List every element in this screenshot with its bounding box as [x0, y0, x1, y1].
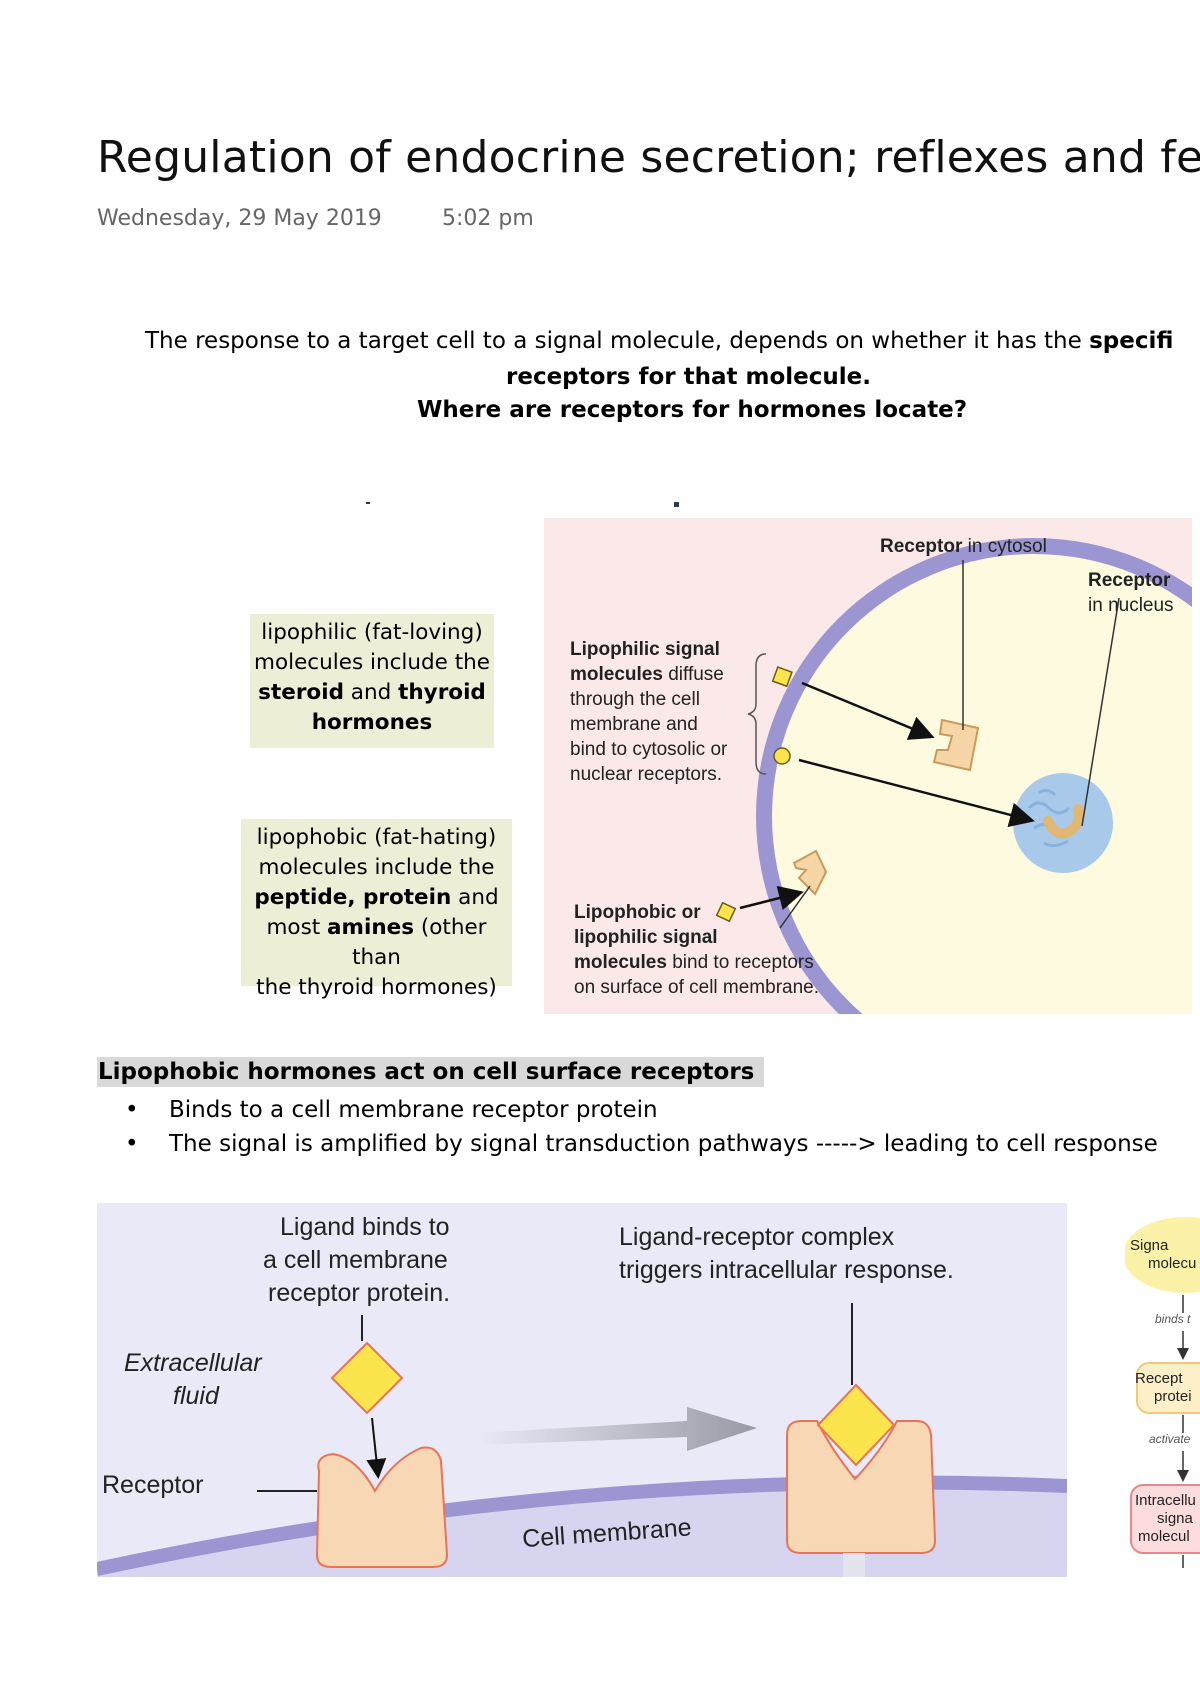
lipophobic-line-1: lipophobic (fat-hating)	[256, 825, 497, 850]
receptor-location-diagram: Receptor in cytosol Receptor in nucleus …	[544, 518, 1192, 1014]
lipo-line-2: molecules diffuse	[570, 664, 724, 685]
page-date: Wednesday, 29 May 2019	[97, 206, 382, 231]
ligand-line-2: a cell membrane	[263, 1246, 448, 1274]
lipophobic-signal-caption: Lipophobic or lipophilic signal molecule…	[574, 902, 819, 998]
lipophilic-line-3: steroid and thyroid	[250, 678, 494, 708]
nucleus-receptor-leader	[1081, 597, 1120, 827]
most-text: most	[266, 915, 328, 940]
stray-mark	[674, 502, 679, 507]
diffusion-arrow-cytosol	[801, 681, 935, 740]
phob-line-4: on surface of cell membrane.	[574, 977, 819, 998]
binds-label: binds t	[1155, 1312, 1191, 1326]
extracellular-label-1: Extracellular	[124, 1349, 263, 1377]
ligand-bound	[816, 1383, 896, 1467]
bullet-text: Binds to a cell membrane receptor protei…	[169, 1097, 658, 1123]
receptor-cytosol-label: Receptor in cytosol	[880, 536, 1047, 557]
lipophobic-line-4: most amines (other than	[241, 913, 512, 973]
lipophilic-line-4: hormones	[250, 708, 494, 738]
bullet-icon: •	[125, 1131, 139, 1157]
phob-line-2: lipophilic signal	[574, 927, 718, 948]
and-text: and	[343, 680, 399, 705]
intra-line-2: signa	[1157, 1510, 1194, 1527]
intro-line-1-bold: specifi	[1089, 328, 1174, 354]
cytosolic-receptor	[932, 718, 980, 772]
ligand-free	[330, 1341, 404, 1415]
surface-receptor	[792, 849, 828, 896]
binding-arrow-surface	[739, 885, 804, 911]
other-than-text: (other than	[352, 915, 487, 970]
cytosol	[772, 554, 1192, 1014]
receptor-protein-unbound	[315, 1446, 449, 1568]
lipophilic-square-molecule	[771, 666, 793, 688]
binding-arrow	[366, 1417, 387, 1479]
and-text: and	[451, 885, 499, 910]
intro-question: Where are receptors for hormones locate?	[417, 397, 968, 423]
receptor-nucleus-label: in nucleus	[1088, 595, 1174, 616]
nucleus	[1013, 773, 1113, 873]
receptor-label: Receptor	[102, 1471, 203, 1499]
intro-line-1: The response to a target cell to a signa…	[145, 328, 1173, 354]
lipophilic-signal-caption: Lipophilic signal molecules diffuse thro…	[570, 639, 728, 785]
steroid-term: steroid	[258, 680, 344, 705]
signal-line-1: Signa	[1130, 1237, 1169, 1254]
thyroid-term: thyroid	[398, 680, 486, 705]
intra-line-1: Intracellu	[1135, 1492, 1196, 1509]
receptor-protein-node	[1136, 1362, 1200, 1414]
complex-line-1: Ligand-receptor complex	[619, 1223, 895, 1251]
ligand-line-3: receptor protein.	[268, 1279, 450, 1307]
ligand-binding-diagram: Ligand binds to a cell membrane receptor…	[97, 1203, 1067, 1577]
extracellular-label-2: fluid	[173, 1382, 220, 1410]
ligand-binds-caption: Ligand binds to a cell membrane receptor…	[263, 1213, 450, 1307]
receptor-line-1: Recept	[1135, 1370, 1183, 1387]
phob-line-3: molecules bind to receptors	[574, 952, 814, 973]
lipo-line-1: Lipophilic signal	[570, 639, 720, 660]
lipophilic-line-1: lipophilic (fat-loving)	[261, 620, 483, 645]
page-time: 5:02 pm	[442, 206, 534, 231]
hormones-term: hormones	[311, 710, 433, 735]
intro-line-2: receptors for that molecule.	[506, 364, 872, 390]
bullet-text: The signal is amplified by signal transd…	[169, 1131, 1158, 1157]
complex-caption: Ligand-receptor complex triggers intrace…	[619, 1223, 954, 1284]
transition-arrow	[477, 1407, 757, 1451]
receptor-stalk	[843, 1553, 865, 1577]
lipophobic-line-2: molecules include the	[258, 855, 495, 880]
phob-line-1: Lipophobic or	[574, 902, 701, 923]
lipo-line-5: bind to cytosolic or	[570, 739, 728, 760]
nuclear-receptor	[1043, 804, 1084, 839]
lipophilic-line-2: molecules include the	[254, 650, 490, 675]
bullet-item: • Binds to a cell membrane receptor prote…	[125, 1097, 658, 1123]
receptor-line-2: protei	[1154, 1388, 1192, 1405]
signal-pathway-flowchart: Signa molecu binds t Recept protei activ…	[1125, 1217, 1200, 1568]
lipophobic-molecule	[715, 901, 737, 923]
peptide-protein-term: peptide, protein	[254, 885, 452, 910]
page-title: Regulation of endocrine secretion; refle…	[97, 132, 1200, 183]
signal-molecule-node	[1125, 1217, 1200, 1293]
complex-line-2: triggers intracellular response.	[619, 1256, 954, 1284]
lipo-line-6: nuclear receptors.	[570, 764, 722, 785]
lipophilic-note-box: lipophilic (fat-loving) molecules includ…	[250, 614, 494, 748]
lipophobic-note-box: lipophobic (fat-hating) molecules includ…	[241, 819, 512, 1000]
brace	[747, 653, 767, 775]
receptor-protein-bound	[786, 1420, 937, 1554]
intracellular-signal-node	[1130, 1484, 1200, 1554]
lipophilic-round-molecule	[773, 747, 791, 765]
signal-line-2: molecu	[1148, 1255, 1196, 1272]
lipophobic-line-5: the thyroid hormones)	[256, 975, 497, 1000]
activate-label: activate	[1149, 1432, 1191, 1446]
stray-mark	[366, 502, 370, 504]
lipophobic-line-3: peptide, protein and	[241, 883, 512, 913]
bullet-item: • The signal is amplified by signal trans…	[125, 1131, 1158, 1157]
lipo-line-3: through the cell	[570, 689, 700, 710]
bullet-icon: •	[125, 1097, 139, 1123]
receptor-nucleus-label-bold: Receptor	[1088, 570, 1171, 591]
ligand-line-1: Ligand binds to	[280, 1213, 450, 1241]
intra-line-3: molecul	[1138, 1528, 1190, 1545]
section-heading: Lipophobic hormones act on cell surface …	[97, 1057, 765, 1087]
lipo-line-4: membrane and	[570, 714, 698, 735]
amines-term: amines	[327, 915, 415, 940]
diffusion-arrow-nucleus	[798, 758, 1035, 828]
intro-line-1-text: The response to a target cell to a signa…	[145, 328, 1090, 354]
